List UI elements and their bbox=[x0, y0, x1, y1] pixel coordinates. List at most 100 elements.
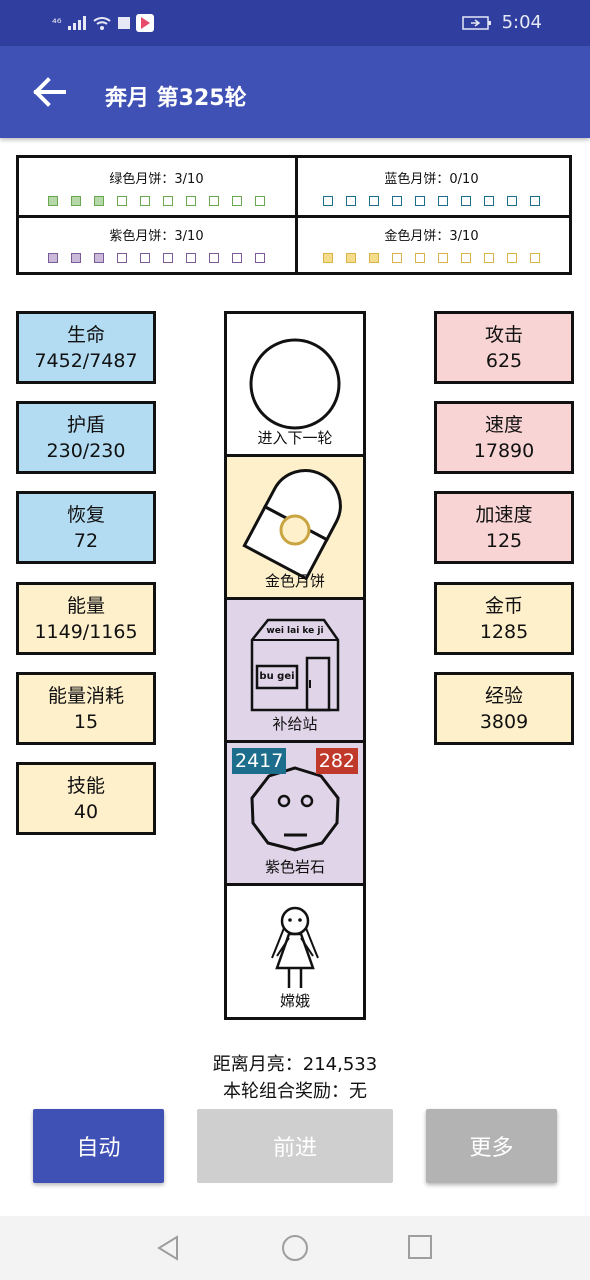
nav-back-icon[interactable] bbox=[155, 1234, 183, 1262]
stat-speed-label: 速度 bbox=[484, 414, 523, 436]
mooncake-slot bbox=[438, 253, 448, 263]
mooncake-slot bbox=[484, 196, 494, 206]
mooncake-slot bbox=[71, 253, 81, 263]
mooncake-slot bbox=[163, 253, 173, 263]
mooncake-slot bbox=[140, 196, 150, 206]
event-track: 进入下一轮 金色月饼 wei lai ke ji bu gei 补给站 bbox=[224, 311, 366, 1020]
stat-energy: 能量 1149/1165 bbox=[16, 582, 156, 655]
track-tile-supply-station[interactable]: wei lai ke ji bu gei 补给站 bbox=[227, 600, 363, 740]
stat-speed-value: 17890 bbox=[473, 440, 535, 462]
mooncake-slot bbox=[323, 196, 333, 206]
wifi-icon bbox=[92, 17, 111, 30]
stat-gold-value: 1285 bbox=[479, 621, 529, 643]
stat-energy-cost: 能量消耗 15 bbox=[16, 672, 156, 745]
mooncake-slot bbox=[255, 253, 265, 263]
mooncake-slot bbox=[117, 253, 127, 263]
mooncake-slot bbox=[94, 196, 104, 206]
track-divider bbox=[227, 883, 363, 886]
stat-recovery-value: 72 bbox=[73, 530, 99, 552]
forward-button[interactable]: 前进 bbox=[197, 1109, 393, 1183]
rock-face-icon bbox=[250, 766, 340, 852]
mooncake-slot bbox=[346, 196, 356, 206]
stat-shield: 护盾 230/230 bbox=[16, 401, 156, 474]
mooncake-slot bbox=[369, 253, 379, 263]
track-tile-gold-mooncake-label: 金色月饼 bbox=[264, 572, 325, 590]
mooncake-slot bbox=[530, 253, 540, 263]
mooncake-slot bbox=[461, 196, 471, 206]
purple-mooncake-cell: 紫色月饼：3/10 bbox=[19, 215, 294, 272]
stat-speed: 速度 17890 bbox=[434, 401, 574, 474]
track-divider bbox=[227, 740, 363, 743]
stat-energy-cost-label: 能量消耗 bbox=[47, 685, 124, 707]
mooncake-slot bbox=[530, 196, 540, 206]
mooncake-slot bbox=[507, 253, 517, 263]
stat-experience-value: 3809 bbox=[479, 711, 529, 733]
auto-button[interactable]: 自动 bbox=[33, 1109, 164, 1183]
purple-mooncake-boxes bbox=[19, 253, 294, 263]
app-bar: 奔月 第325轮 bbox=[0, 46, 590, 138]
mooncake-slot bbox=[346, 253, 356, 263]
enemy-hp-badge: 2417 bbox=[232, 748, 287, 774]
track-tile-next-round[interactable]: 进入下一轮 bbox=[227, 314, 363, 454]
mooncake-slot bbox=[140, 253, 150, 263]
blue-mooncake-label: 蓝色月饼：0/10 bbox=[384, 172, 479, 187]
mooncake-slot bbox=[255, 196, 265, 206]
blue-mooncake-boxes bbox=[294, 196, 569, 206]
mooncake-slot bbox=[392, 253, 402, 263]
track-tile-next-round-label: 进入下一轮 bbox=[257, 429, 333, 447]
stat-hp-value: 7452/7487 bbox=[34, 350, 138, 372]
purple-mooncake-label: 紫色月饼：3/10 bbox=[109, 229, 204, 244]
mooncake-slot bbox=[484, 253, 494, 263]
stat-gold: 金币 1285 bbox=[434, 582, 574, 655]
more-button[interactable]: 更多 bbox=[426, 1109, 557, 1183]
network-type-text: ⁴⁶ bbox=[52, 16, 62, 30]
supply-station-sign-door: bu gei bbox=[259, 671, 295, 682]
change-character-icon bbox=[271, 906, 319, 988]
mooncake-slot bbox=[209, 253, 219, 263]
mooncake-slot bbox=[438, 196, 448, 206]
track-tile-change[interactable]: 嫦娥 bbox=[227, 886, 363, 1017]
mooncake-slot bbox=[323, 253, 333, 263]
stat-experience: 经验 3809 bbox=[434, 672, 574, 745]
mooncake-slot bbox=[163, 196, 173, 206]
mooncake-slot bbox=[507, 196, 517, 206]
stat-gold-label: 金币 bbox=[484, 595, 523, 617]
status-bar: ⁴⁶ 5:04 bbox=[0, 0, 590, 46]
nav-home-icon[interactable] bbox=[281, 1234, 309, 1262]
track-divider bbox=[227, 454, 363, 457]
blue-mooncake-cell: 蓝色月饼：0/10 bbox=[294, 158, 569, 215]
mooncake-slot bbox=[71, 196, 81, 206]
green-mooncake-label: 绿色月饼：3/10 bbox=[109, 172, 204, 187]
stat-attack-value: 625 bbox=[485, 350, 523, 372]
gold-mooncake-label: 金色月饼：3/10 bbox=[384, 229, 479, 244]
app-notification-icon bbox=[135, 14, 154, 32]
mooncake-slot bbox=[117, 196, 127, 206]
mooncake-slot bbox=[94, 253, 104, 263]
mooncake-slot bbox=[415, 253, 425, 263]
mooncake-slot bbox=[186, 196, 196, 206]
stat-recovery: 恢复 72 bbox=[16, 491, 156, 564]
stat-skill-label: 技能 bbox=[66, 775, 105, 797]
track-tile-supply-station-label: 补给站 bbox=[272, 715, 318, 733]
clock: 5:04 bbox=[501, 12, 542, 33]
stat-acceleration: 加速度 125 bbox=[434, 491, 574, 564]
enemy-attack-badge: 282 bbox=[315, 748, 358, 774]
nav-recents-icon[interactable] bbox=[407, 1234, 435, 1262]
notification-square-icon bbox=[117, 17, 130, 29]
track-tile-gold-mooncake[interactable]: 金色月饼 bbox=[227, 457, 363, 597]
stat-attack-label: 攻击 bbox=[484, 324, 523, 346]
mooncake-collection-panel: 绿色月饼：3/10 蓝色月饼：0/10 紫色月饼：3/10 金色月饼：3/10 bbox=[16, 155, 572, 275]
stat-energy-value: 1149/1165 bbox=[34, 621, 138, 643]
track-divider bbox=[227, 597, 363, 600]
mooncake-slot bbox=[369, 196, 379, 206]
grid-divider-horizontal bbox=[19, 215, 569, 218]
mooncake-slot bbox=[232, 253, 242, 263]
stat-hp: 生命 7452/7487 bbox=[16, 311, 156, 384]
back-arrow-icon[interactable] bbox=[30, 74, 70, 110]
mooncake-slot bbox=[232, 196, 242, 206]
mooncake-slot bbox=[48, 196, 58, 206]
track-tile-purple-rock[interactable]: 2417 282 紫色岩石 bbox=[227, 743, 363, 883]
mooncake-slot bbox=[392, 196, 402, 206]
stat-skill: 技能 40 bbox=[16, 762, 156, 835]
stat-acceleration-value: 125 bbox=[485, 530, 523, 552]
